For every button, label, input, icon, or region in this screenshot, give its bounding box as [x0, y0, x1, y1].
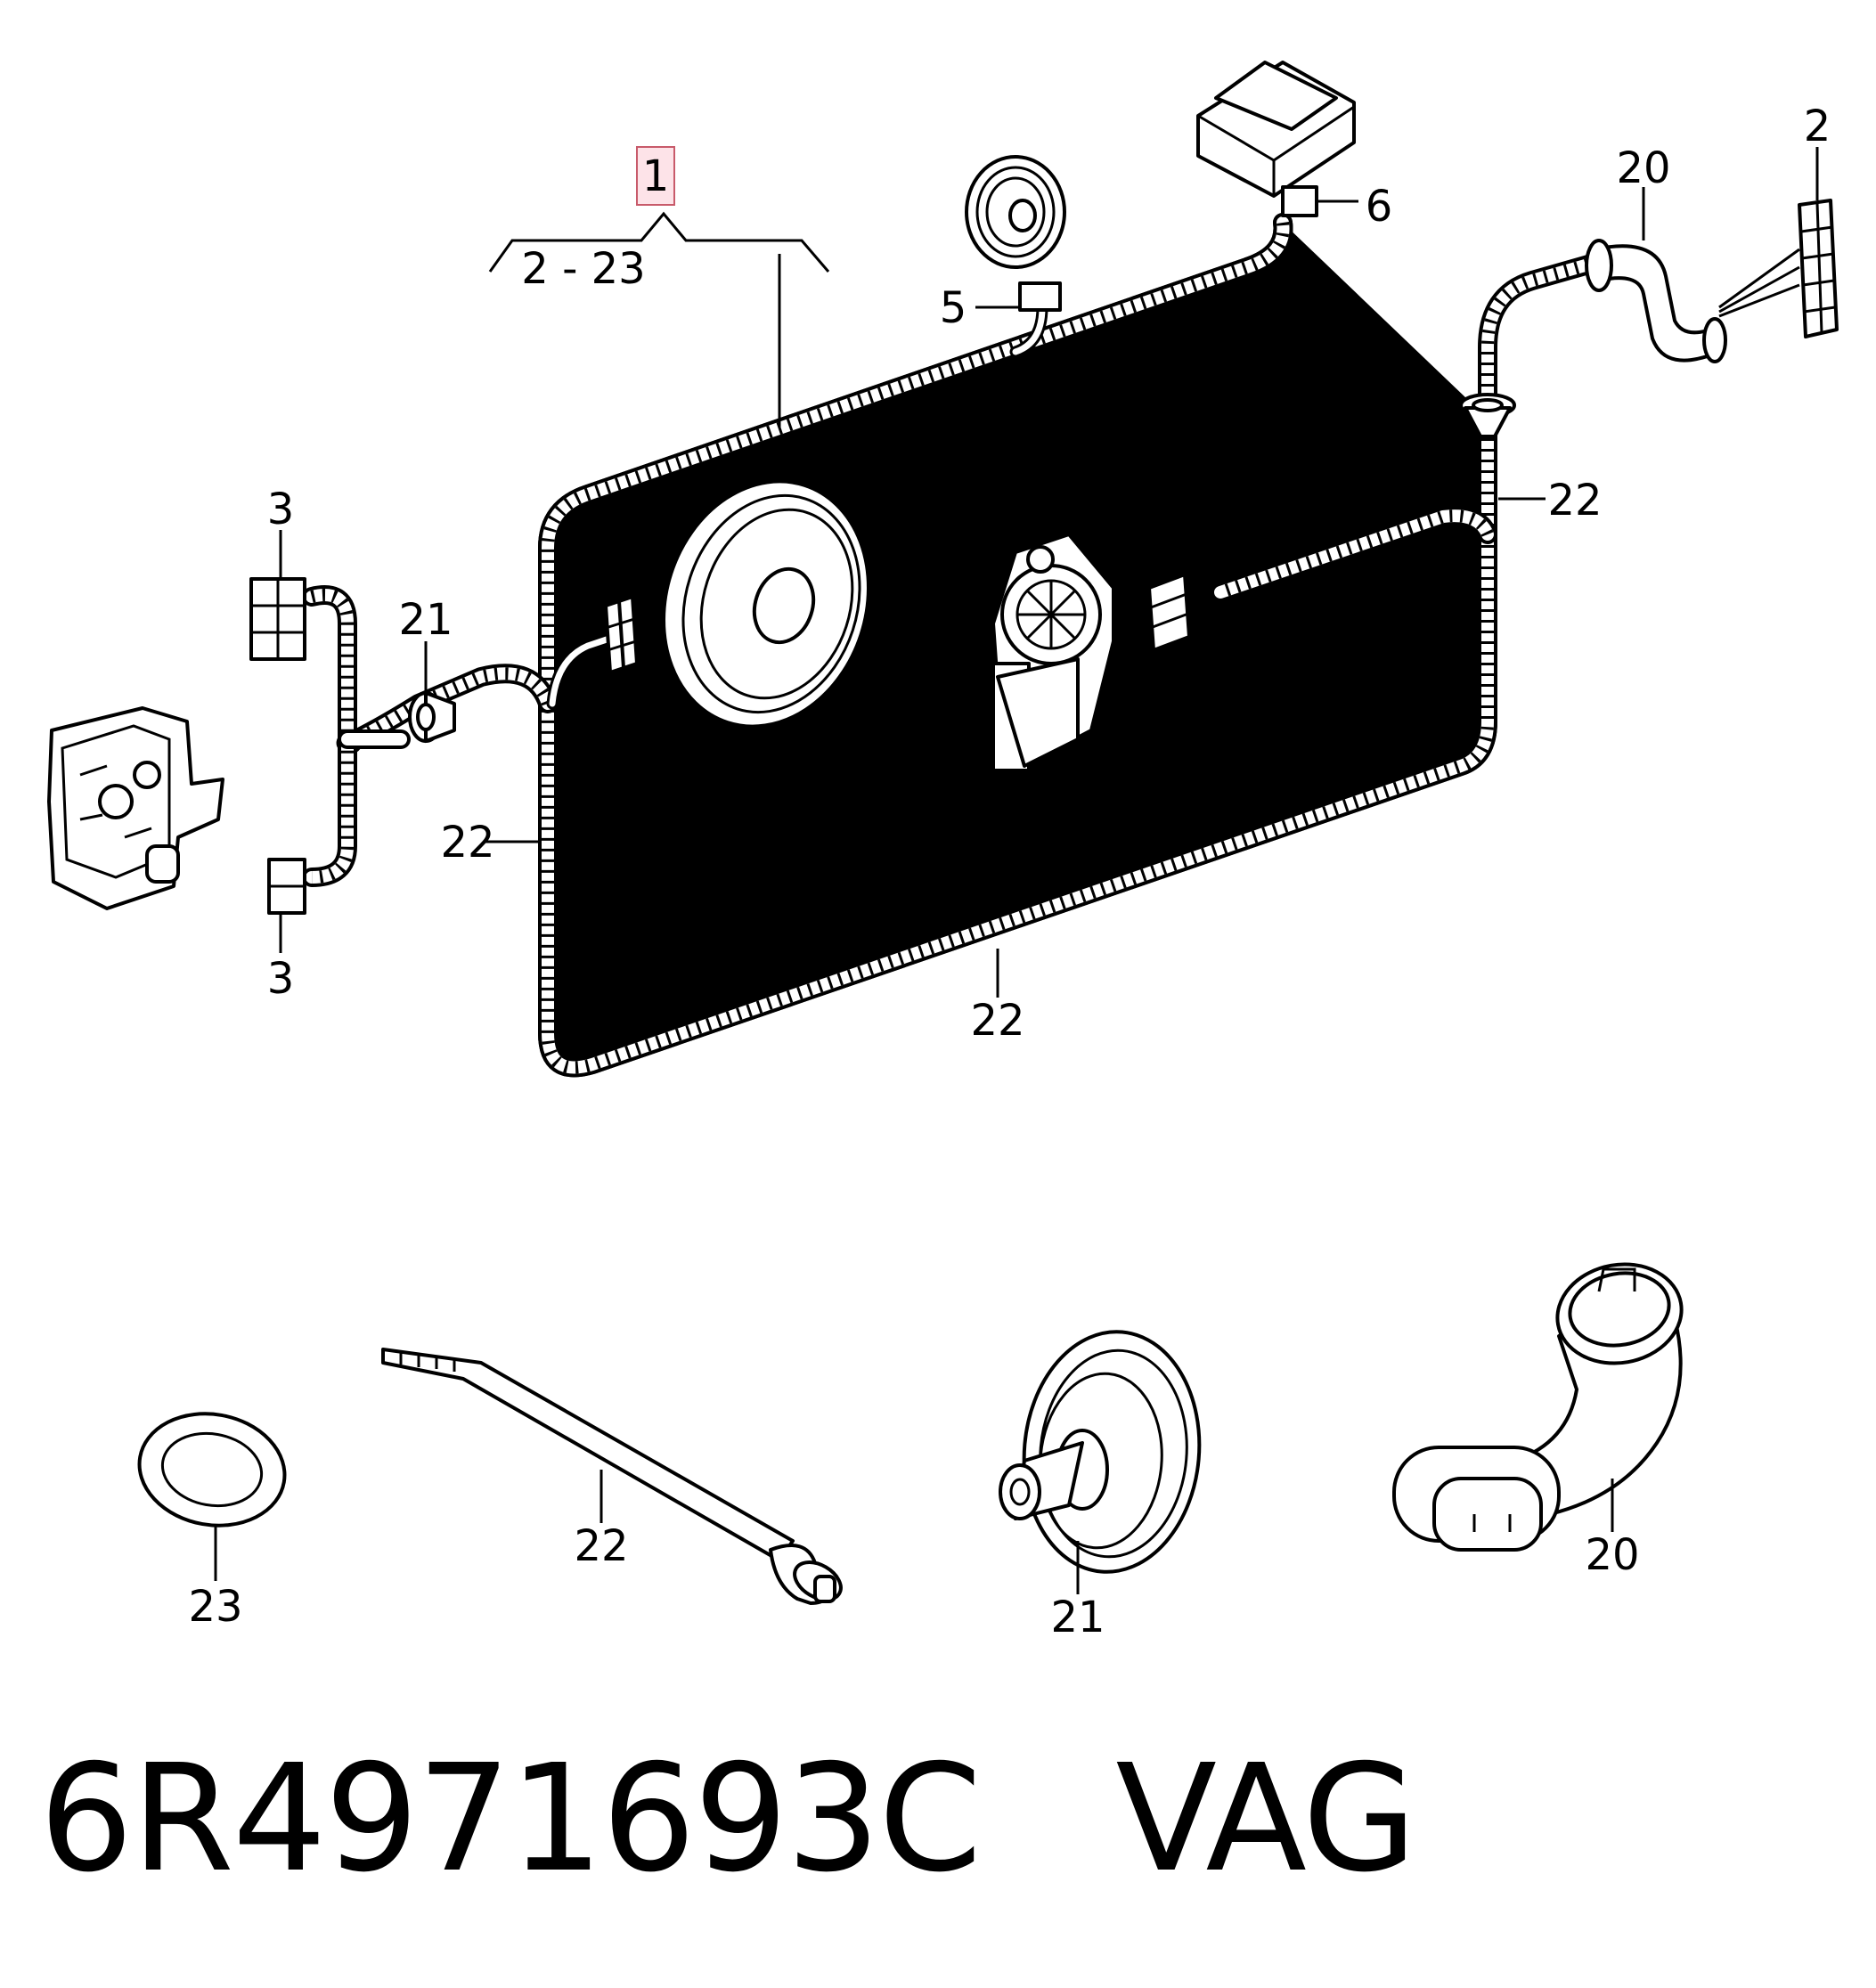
- callout-21-left: 21: [398, 595, 453, 645]
- callout-20-part: 20: [1585, 1530, 1639, 1580]
- wire-to-connector-5-fill: [1012, 304, 1046, 355]
- connector-4: [604, 595, 639, 674]
- callout-22-left: 22: [440, 818, 494, 868]
- brand-name: VAG: [1115, 1733, 1416, 1905]
- callout-20-top: 20: [1616, 143, 1670, 193]
- harness-trunk-fill: [542, 216, 1494, 1074]
- connector-7: [1147, 573, 1191, 652]
- connector-3-top: [249, 577, 306, 661]
- callout-7: 7: [1158, 486, 1186, 536]
- grommet-21-left: [408, 691, 456, 743]
- callout-3-top: 3: [267, 485, 295, 534]
- connector-3-bottom: [267, 858, 306, 915]
- harness-riser-tape: [1481, 257, 1596, 419]
- callout-22-right: 22: [1547, 476, 1602, 526]
- tweeter-speaker: [965, 155, 1066, 312]
- connector-2: [1798, 199, 1839, 338]
- grommet-23-part: [137, 1412, 287, 1528]
- grommet-20-part: [1392, 1262, 1684, 1552]
- callout-5: 5: [940, 283, 967, 333]
- callout-3-bottom: 3: [267, 954, 295, 1004]
- callout-22-bottom: 22: [970, 996, 1024, 1046]
- harness-branch-lock-tape: [353, 667, 554, 746]
- callout-22-part: 22: [574, 1521, 628, 1571]
- callout-4: 4: [616, 718, 644, 768]
- door-lock: [47, 706, 224, 910]
- callout-6: 6: [1366, 182, 1393, 232]
- footer-caption: 6R4971693C VAG: [39, 1746, 1417, 1894]
- leader-lines: [214, 147, 1819, 1594]
- part-number: 6R4971693C: [39, 1733, 982, 1905]
- cable-tie-22-part: [381, 1348, 843, 1605]
- window-switch: [1196, 61, 1356, 217]
- callout-1-highlight: [636, 146, 675, 206]
- grommet-21-part: [999, 1330, 1202, 1574]
- wires-to-connector-2: [1718, 248, 1800, 318]
- callout-1: 1: [642, 151, 670, 201]
- door-speaker: [662, 479, 870, 729]
- connector-6: [1281, 185, 1318, 217]
- callout-21-part: 21: [1050, 1593, 1105, 1642]
- harness-branch-motor-fill: [1214, 509, 1494, 599]
- window-regulator-motor: [991, 533, 1191, 777]
- callout-23-part: 23: [188, 1582, 242, 1632]
- grommet-21-right: [1459, 393, 1516, 438]
- callout-range: 2 - 23: [521, 244, 645, 294]
- wire-to-connector-4-fill: [549, 633, 618, 707]
- callout-21-right: 21: [1353, 388, 1407, 438]
- connector-5: [1018, 281, 1062, 312]
- callout-2: 2: [1804, 102, 1831, 151]
- grommet-20-upper: [1585, 239, 1727, 363]
- harness-lock-riser-tape: [310, 589, 354, 884]
